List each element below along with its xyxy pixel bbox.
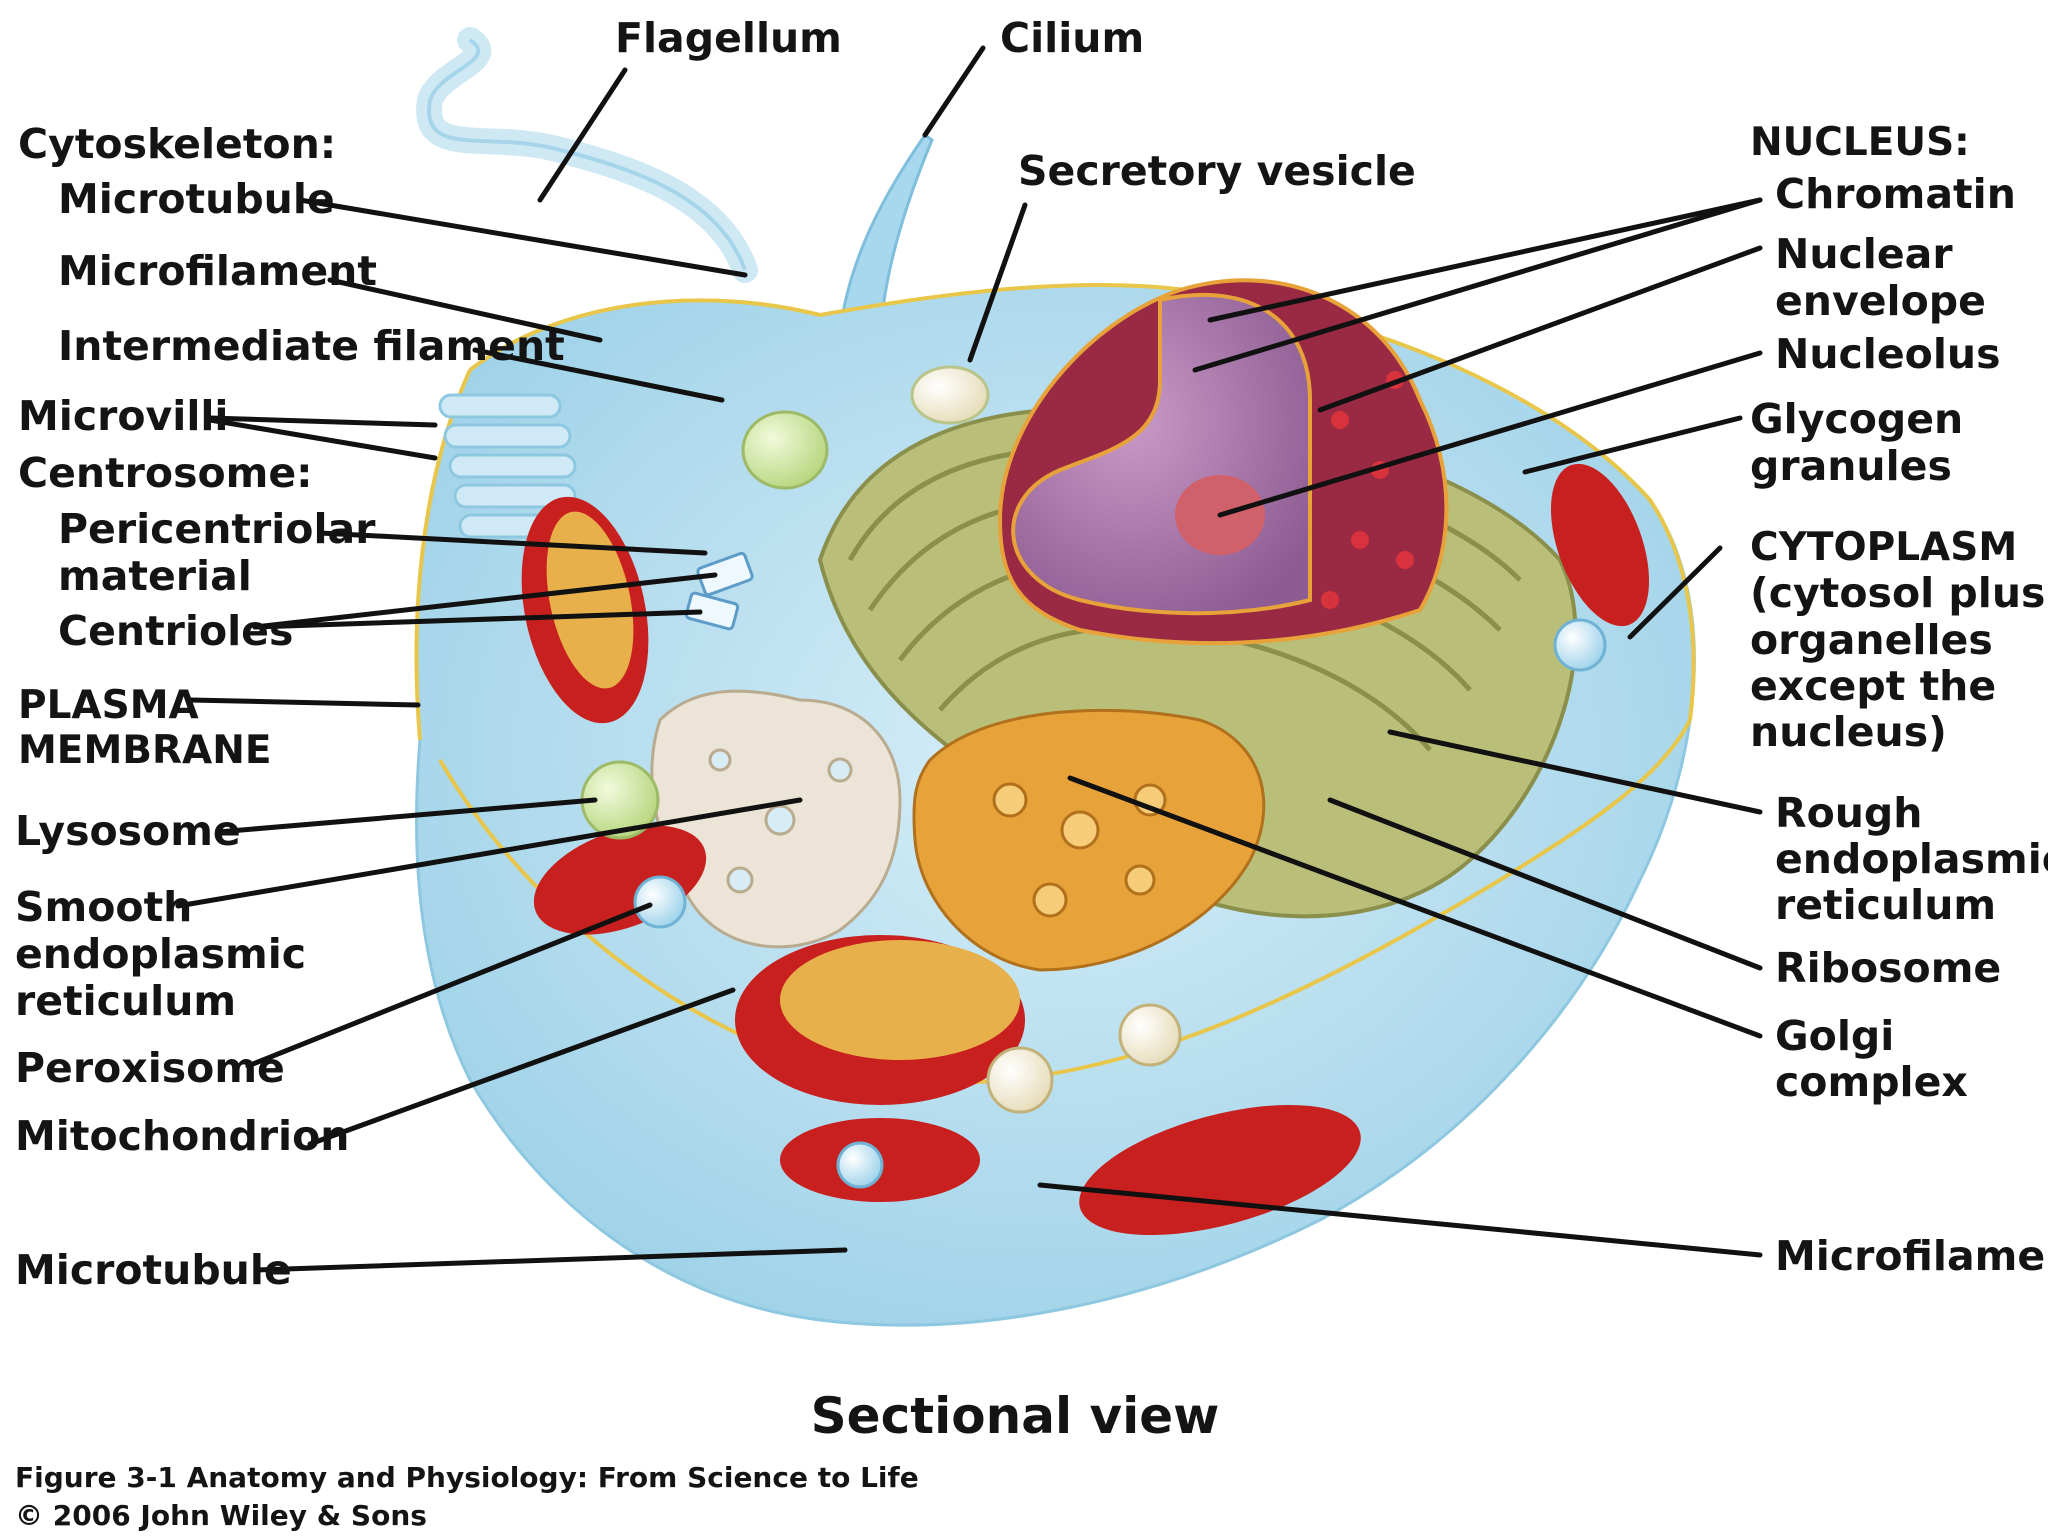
microvilli-shape <box>438 393 577 539</box>
label-cytoplasm-line1: CYTOPLASM <box>1750 525 2017 570</box>
label-smooth-er-line3: reticulum <box>15 977 236 1025</box>
label-golgi-line1: Golgi <box>1775 1012 1894 1060</box>
label-glycogen-line1: Glycogen <box>1750 395 1963 443</box>
label-pericentriolar-line2: material <box>58 552 252 600</box>
label-smooth-er-line2: endoplasmic <box>15 930 306 978</box>
label-mitochondrion: Mitochondrion <box>15 1112 349 1160</box>
label-chromatin: Chromatin <box>1775 170 2016 218</box>
label-cytoplasm-line3: organelles <box>1750 616 1993 664</box>
centrioles-shape <box>684 551 754 631</box>
label-peroxisome: Peroxisome <box>15 1044 285 1092</box>
label-nucleolus: Nucleolus <box>1775 330 2000 378</box>
label-microtubule-top: Microtubule <box>58 175 335 223</box>
label-cytoplasm-line2: (cytosol plus <box>1750 569 2045 617</box>
label-ribosome: Ribosome <box>1775 944 2001 992</box>
label-rough-er-line2: endoplasmic <box>1775 835 2048 883</box>
label-nuclear-envelope-line1: Nuclear <box>1775 230 1953 278</box>
label-nucleus-heading: NUCLEUS: <box>1750 120 1970 165</box>
label-nuclear-envelope-line2: envelope <box>1775 277 1986 325</box>
label-microvilli: Microvilli <box>18 392 229 440</box>
label-golgi-line2: complex <box>1775 1058 1968 1106</box>
label-pericentriolar-line1: Pericentriolar <box>58 505 376 553</box>
label-secretory-vesicle: Secretory vesicle <box>1018 147 1416 195</box>
label-cytoskeleton-heading: Cytoskeleton: <box>18 120 336 168</box>
label-cytoplasm-line5: nucleus) <box>1750 708 1947 756</box>
label-lysosome: Lysosome <box>15 807 241 855</box>
label-rough-er-line3: reticulum <box>1775 881 1996 929</box>
flagellum-shape <box>416 27 758 283</box>
figure-caption: Figure 3-1 Anatomy and Physiology: From … <box>15 1461 919 1494</box>
label-glycogen-line2: granules <box>1750 442 1952 490</box>
label-cilium: Cilium <box>1000 14 1144 62</box>
label-plasma-membrane-line2: MEMBRANE <box>18 728 271 773</box>
label-microtubule-bottom: Microtubule <box>15 1246 292 1294</box>
label-plasma-membrane-line1: PLASMA <box>18 683 199 728</box>
label-microfilament-right: Microfilament <box>1775 1232 2048 1280</box>
diagram-title: Sectional view <box>811 1387 1220 1445</box>
secretory-vesicle-shape <box>910 365 990 425</box>
label-smooth-er-line1: Smooth <box>15 883 192 931</box>
label-intermediate-filament: Intermediate filament <box>58 322 565 370</box>
label-flagellum: Flagellum <box>615 14 842 62</box>
copyright-caption: © 2006 John Wiley & Sons <box>15 1499 427 1532</box>
label-centrosome-heading: Centrosome: <box>18 449 313 497</box>
cilium-shape <box>838 132 934 337</box>
cell-illustration <box>414 27 1696 1327</box>
label-cytoplasm-line4: except the <box>1750 662 1996 710</box>
peroxisome-shape <box>633 875 687 929</box>
label-centrioles: Centrioles <box>58 607 293 655</box>
label-microfilament-left: Microfilament <box>58 247 377 295</box>
label-rough-er-line1: Rough <box>1775 789 1922 837</box>
leader-lines <box>175 45 1763 1273</box>
